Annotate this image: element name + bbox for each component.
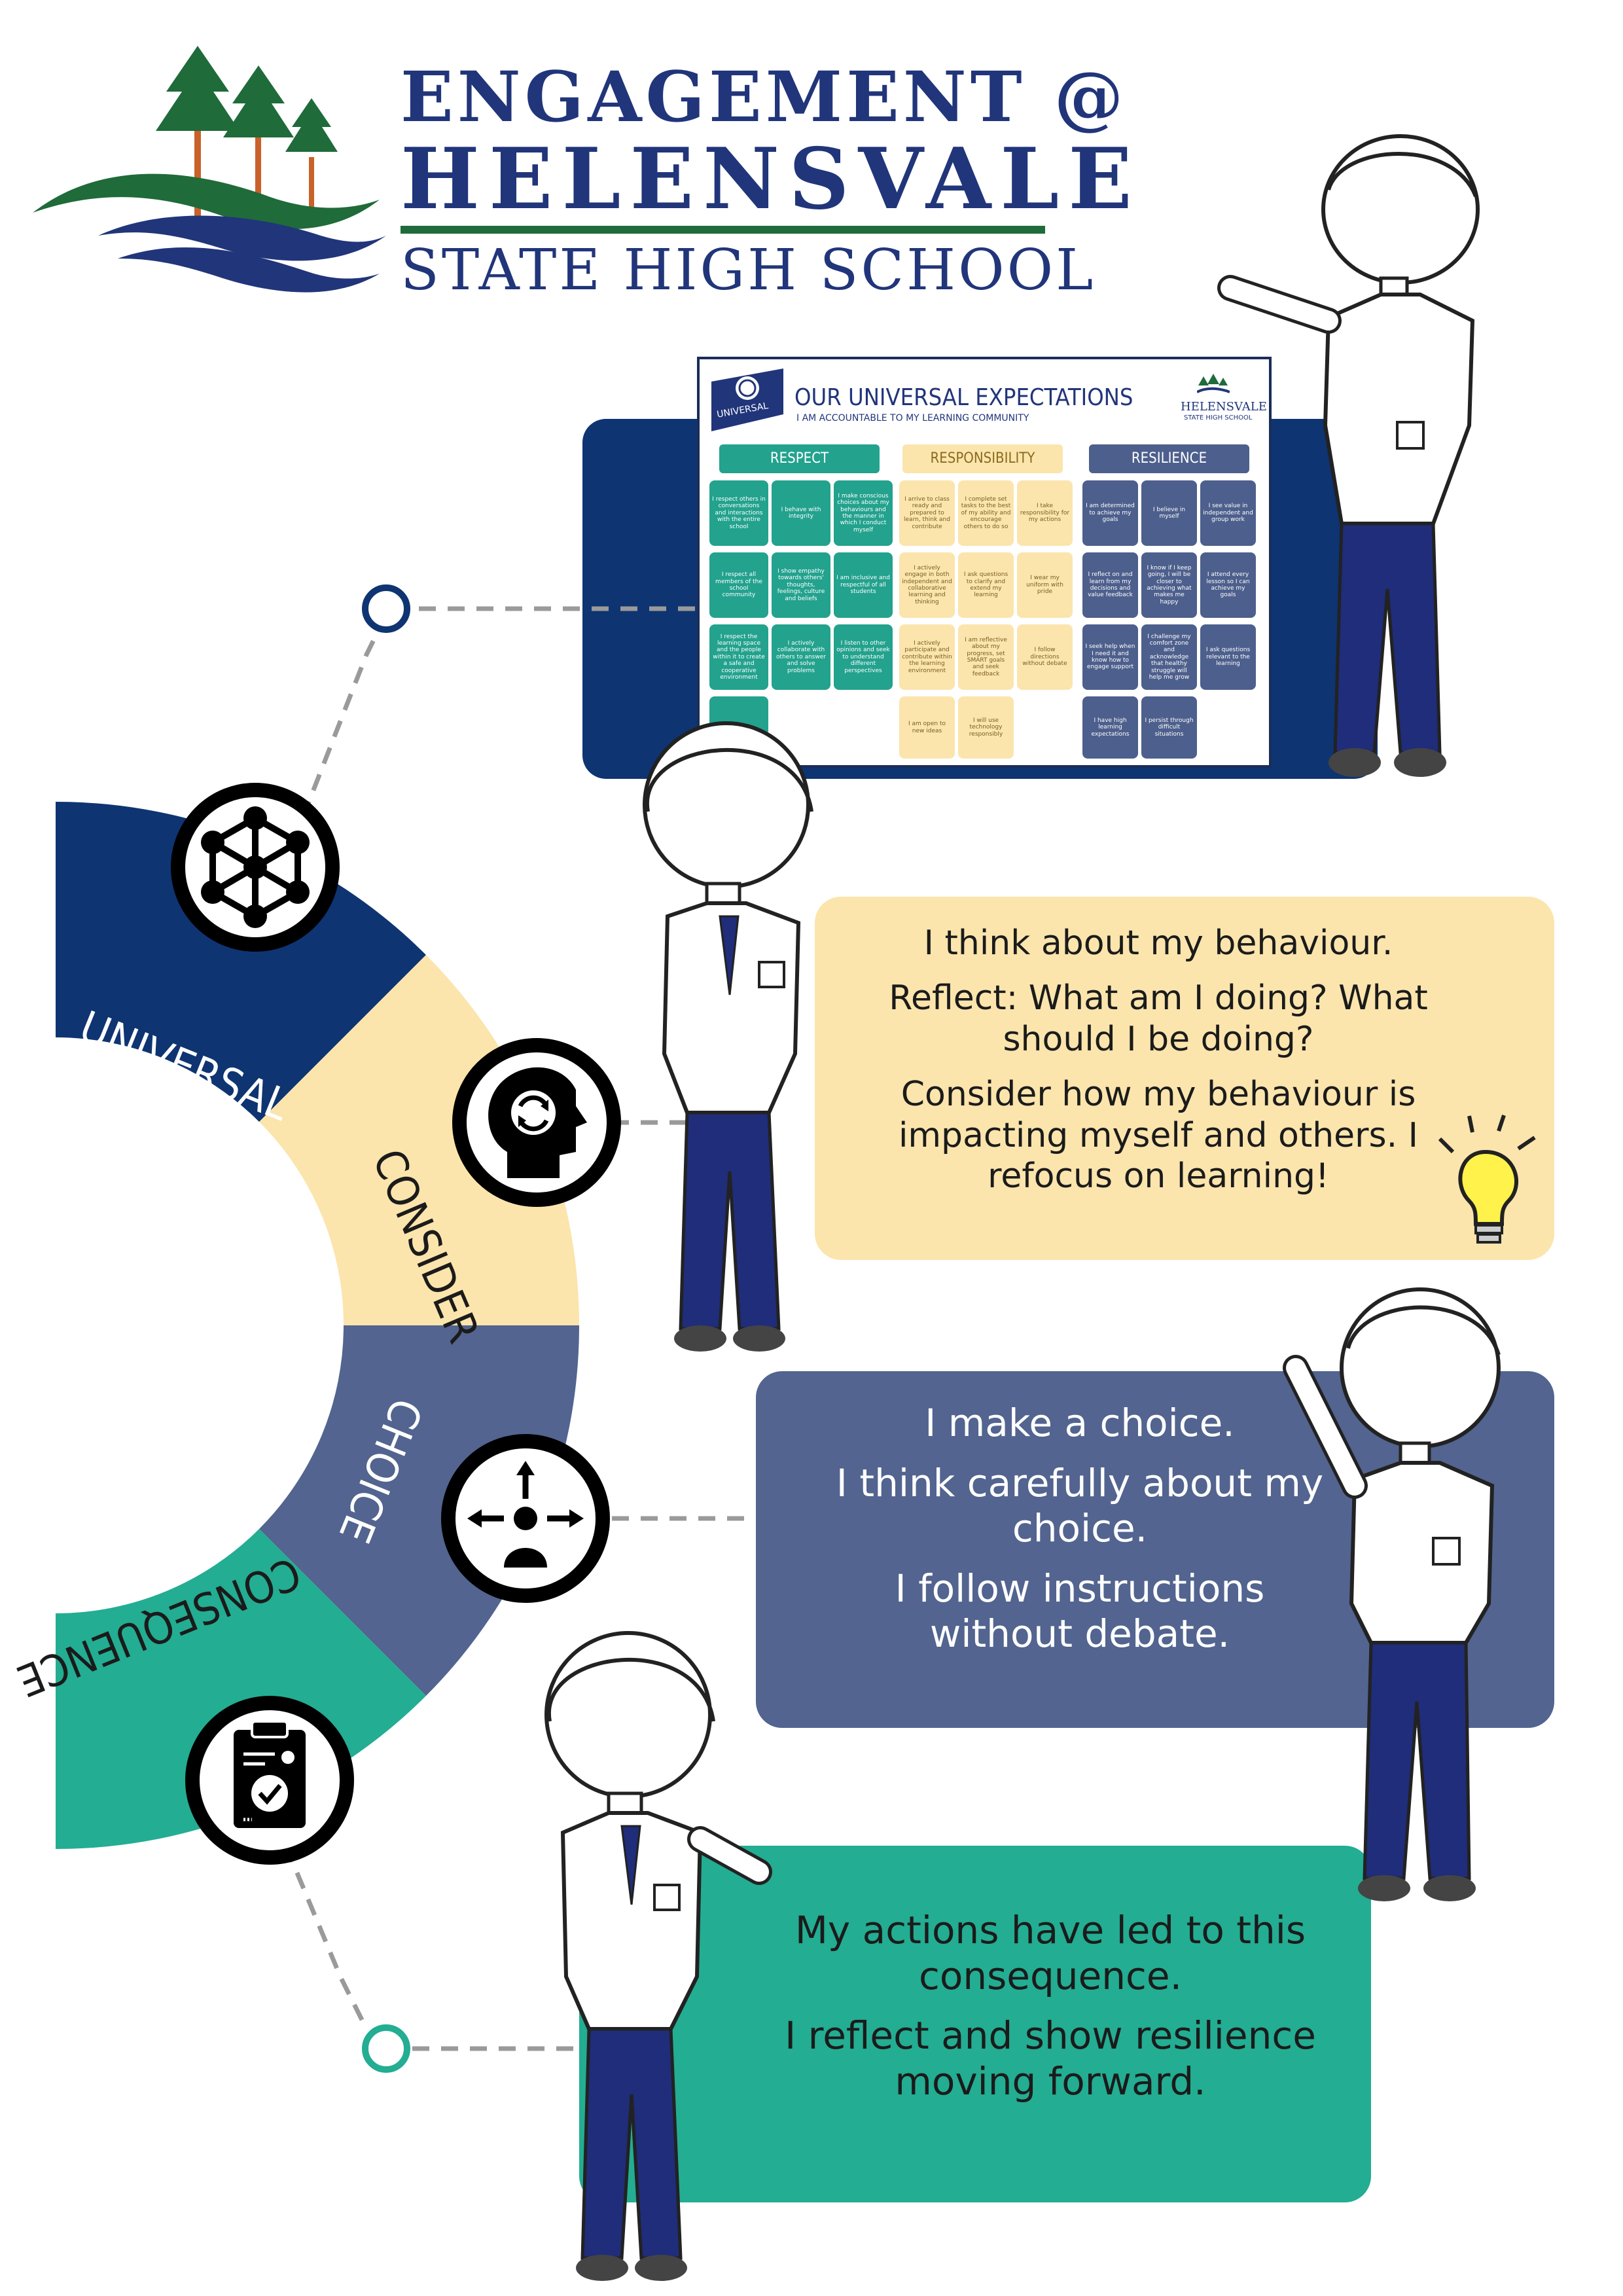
responsibility-cell: I arrive to class ready and prepared to … [899,480,955,546]
expectations-poster: UNIVERSAL OUR UNIVERSAL EXPECTATIONS I A… [697,357,1272,768]
resilience-cell: I reflect on and learn from my decisions… [1082,552,1138,618]
choice-line-2: I think carefully about my choice. [836,1460,1324,1551]
title-divider [401,226,1045,234]
respect-cell: I listen to other opinions and seek to u… [834,624,893,690]
choice-line-3: I follow instructions without debate. [895,1566,1265,1657]
resilience-cell: I believe in myself [1141,480,1197,546]
responsibility-cell: I take responsibility for my actions [1017,480,1073,546]
responsibility-cell: I will use technology responsibly [958,696,1014,759]
respect-cell: I actively collaborate with others to an… [772,624,830,690]
poster-title: OUR UNIVERSAL EXPECTATIONS [794,384,1133,411]
responsibility-cell: I complete set tasks to the best of my a… [958,480,1014,546]
student-pointing-poster [1217,134,1480,777]
choice-line-1: I make a choice. [925,1401,1235,1445]
respect-cell: I make conscious choices about my behavi… [834,480,893,546]
arc-choice [259,1325,580,1696]
respect-cell: I show empathy towards others' thoughts,… [772,552,830,618]
resilience-cell: I see value in independent and group wor… [1200,480,1256,546]
resilience-cell: I ask questions relevant to the learning [1200,624,1256,690]
responsibility-cell: I ask questions to clarify and extend my… [958,552,1014,618]
lightbulb-icon [1438,1115,1536,1244]
title-line-school: STATE HIGH SCHOOL [401,238,1096,303]
column-respect: RESPECT [719,444,880,473]
poster-subtitle: I AM ACCOUNTABLE TO MY LEARNING COMMUNIT… [796,413,1029,423]
school-logo-icon [33,46,386,293]
respect-cell: I respect all members of the school comm… [709,552,768,618]
student-thinking [643,721,813,1352]
network-icon [171,783,340,952]
responsibility-cell: I actively engage in both independent an… [899,552,955,618]
poster-tree-icon [1196,374,1230,397]
responsibility-cell: I follow directions without debate [1017,624,1073,690]
choice-text: I make a choice. I think carefully about… [818,1401,1342,1672]
universal-badge [711,368,783,431]
student-pointing-up [1283,1287,1501,1901]
resilience-cell: I have high learning expectations [1082,696,1138,759]
respect-cell: I respect the learning space and the peo… [709,624,768,690]
responsibility-cell: I am reflective about my progress, set S… [958,624,1014,690]
respect-cell: I respect others in conversations and in… [709,480,768,546]
resilience-cell: I am determined to achieve my goals [1082,480,1138,546]
resilience-cell: I know if I keep going, I will be closer… [1141,552,1197,618]
poster-logo-sub: STATE HIGH SCHOOL [1184,414,1253,422]
responsibility-cell: I am open to new ideas [899,696,955,759]
respect-cell: I behave with integrity [772,480,830,546]
student-thumbs-up [544,1631,772,2281]
directions-person-icon [441,1434,610,1603]
consequence-line-1: My actions have led to this consequence. [794,1908,1306,1998]
column-resilience: RESILIENCE [1089,444,1249,473]
responsibility-cell: I actively participate and contribute wi… [899,624,955,690]
respect-cell: I am inclusive and respectful of all stu… [834,552,893,618]
consider-text: I think about my behaviour. Reflect: Wha… [870,923,1446,1211]
responsibility-cell: I wear my uniform with pride [1017,552,1073,618]
column-responsibility: RESPONSIBILITY [902,444,1063,473]
resilience-cell: I attend every lesson so I can achieve m… [1200,552,1256,618]
title-line-engagement: ENGAGEMENT @ [401,56,1128,137]
consequence-panel [579,1846,1371,2202]
consider-line-1: I think about my behaviour. [923,924,1393,963]
consider-line-2: Reflect: What am I doing? What should I … [889,978,1428,1059]
consider-panel [815,897,1554,1260]
resilience-cell: I challenge my comfort zone and acknowle… [1141,624,1197,690]
consequence-text: My actions have led to this consequence.… [772,1908,1329,2119]
resilience-cell: I persist through difficult situations [1141,696,1197,759]
resilience-cell: I seek help when I need it and know how … [1082,624,1138,690]
clipboard-check-icon [185,1696,354,1865]
consequence-line-2: I reflect and show resilience moving for… [785,2013,1316,2104]
tree-logo-icon [156,46,338,229]
consider-line-3: Consider how my behaviour is impacting m… [898,1075,1419,1196]
poster-logo-name: HELENSVALE [1181,400,1267,414]
title-line-helensvale: HELENSVALE [401,130,1141,228]
head-refresh-icon [452,1038,621,1207]
